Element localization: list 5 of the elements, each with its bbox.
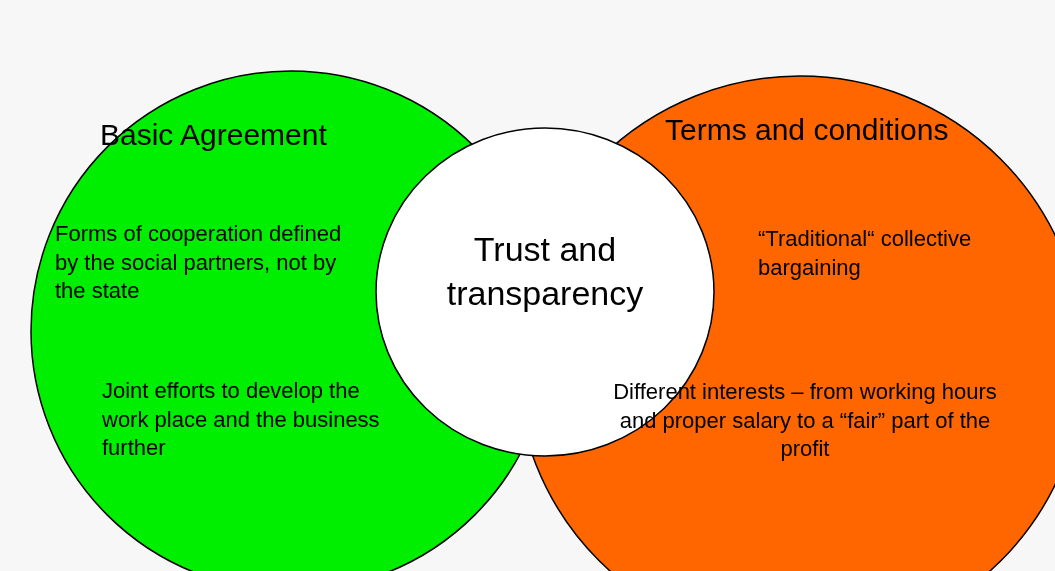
center-label: Trust and transparency bbox=[445, 229, 645, 315]
circle-heading: Terms and conditions bbox=[665, 112, 950, 148]
description-text: Forms of cooperation defined by the social partners, not by the state bbox=[55, 220, 343, 306]
description-text: “Traditional“ collective bargaining bbox=[758, 225, 973, 282]
description-text: Joint efforts to develop the work place and the business further bbox=[102, 377, 381, 463]
